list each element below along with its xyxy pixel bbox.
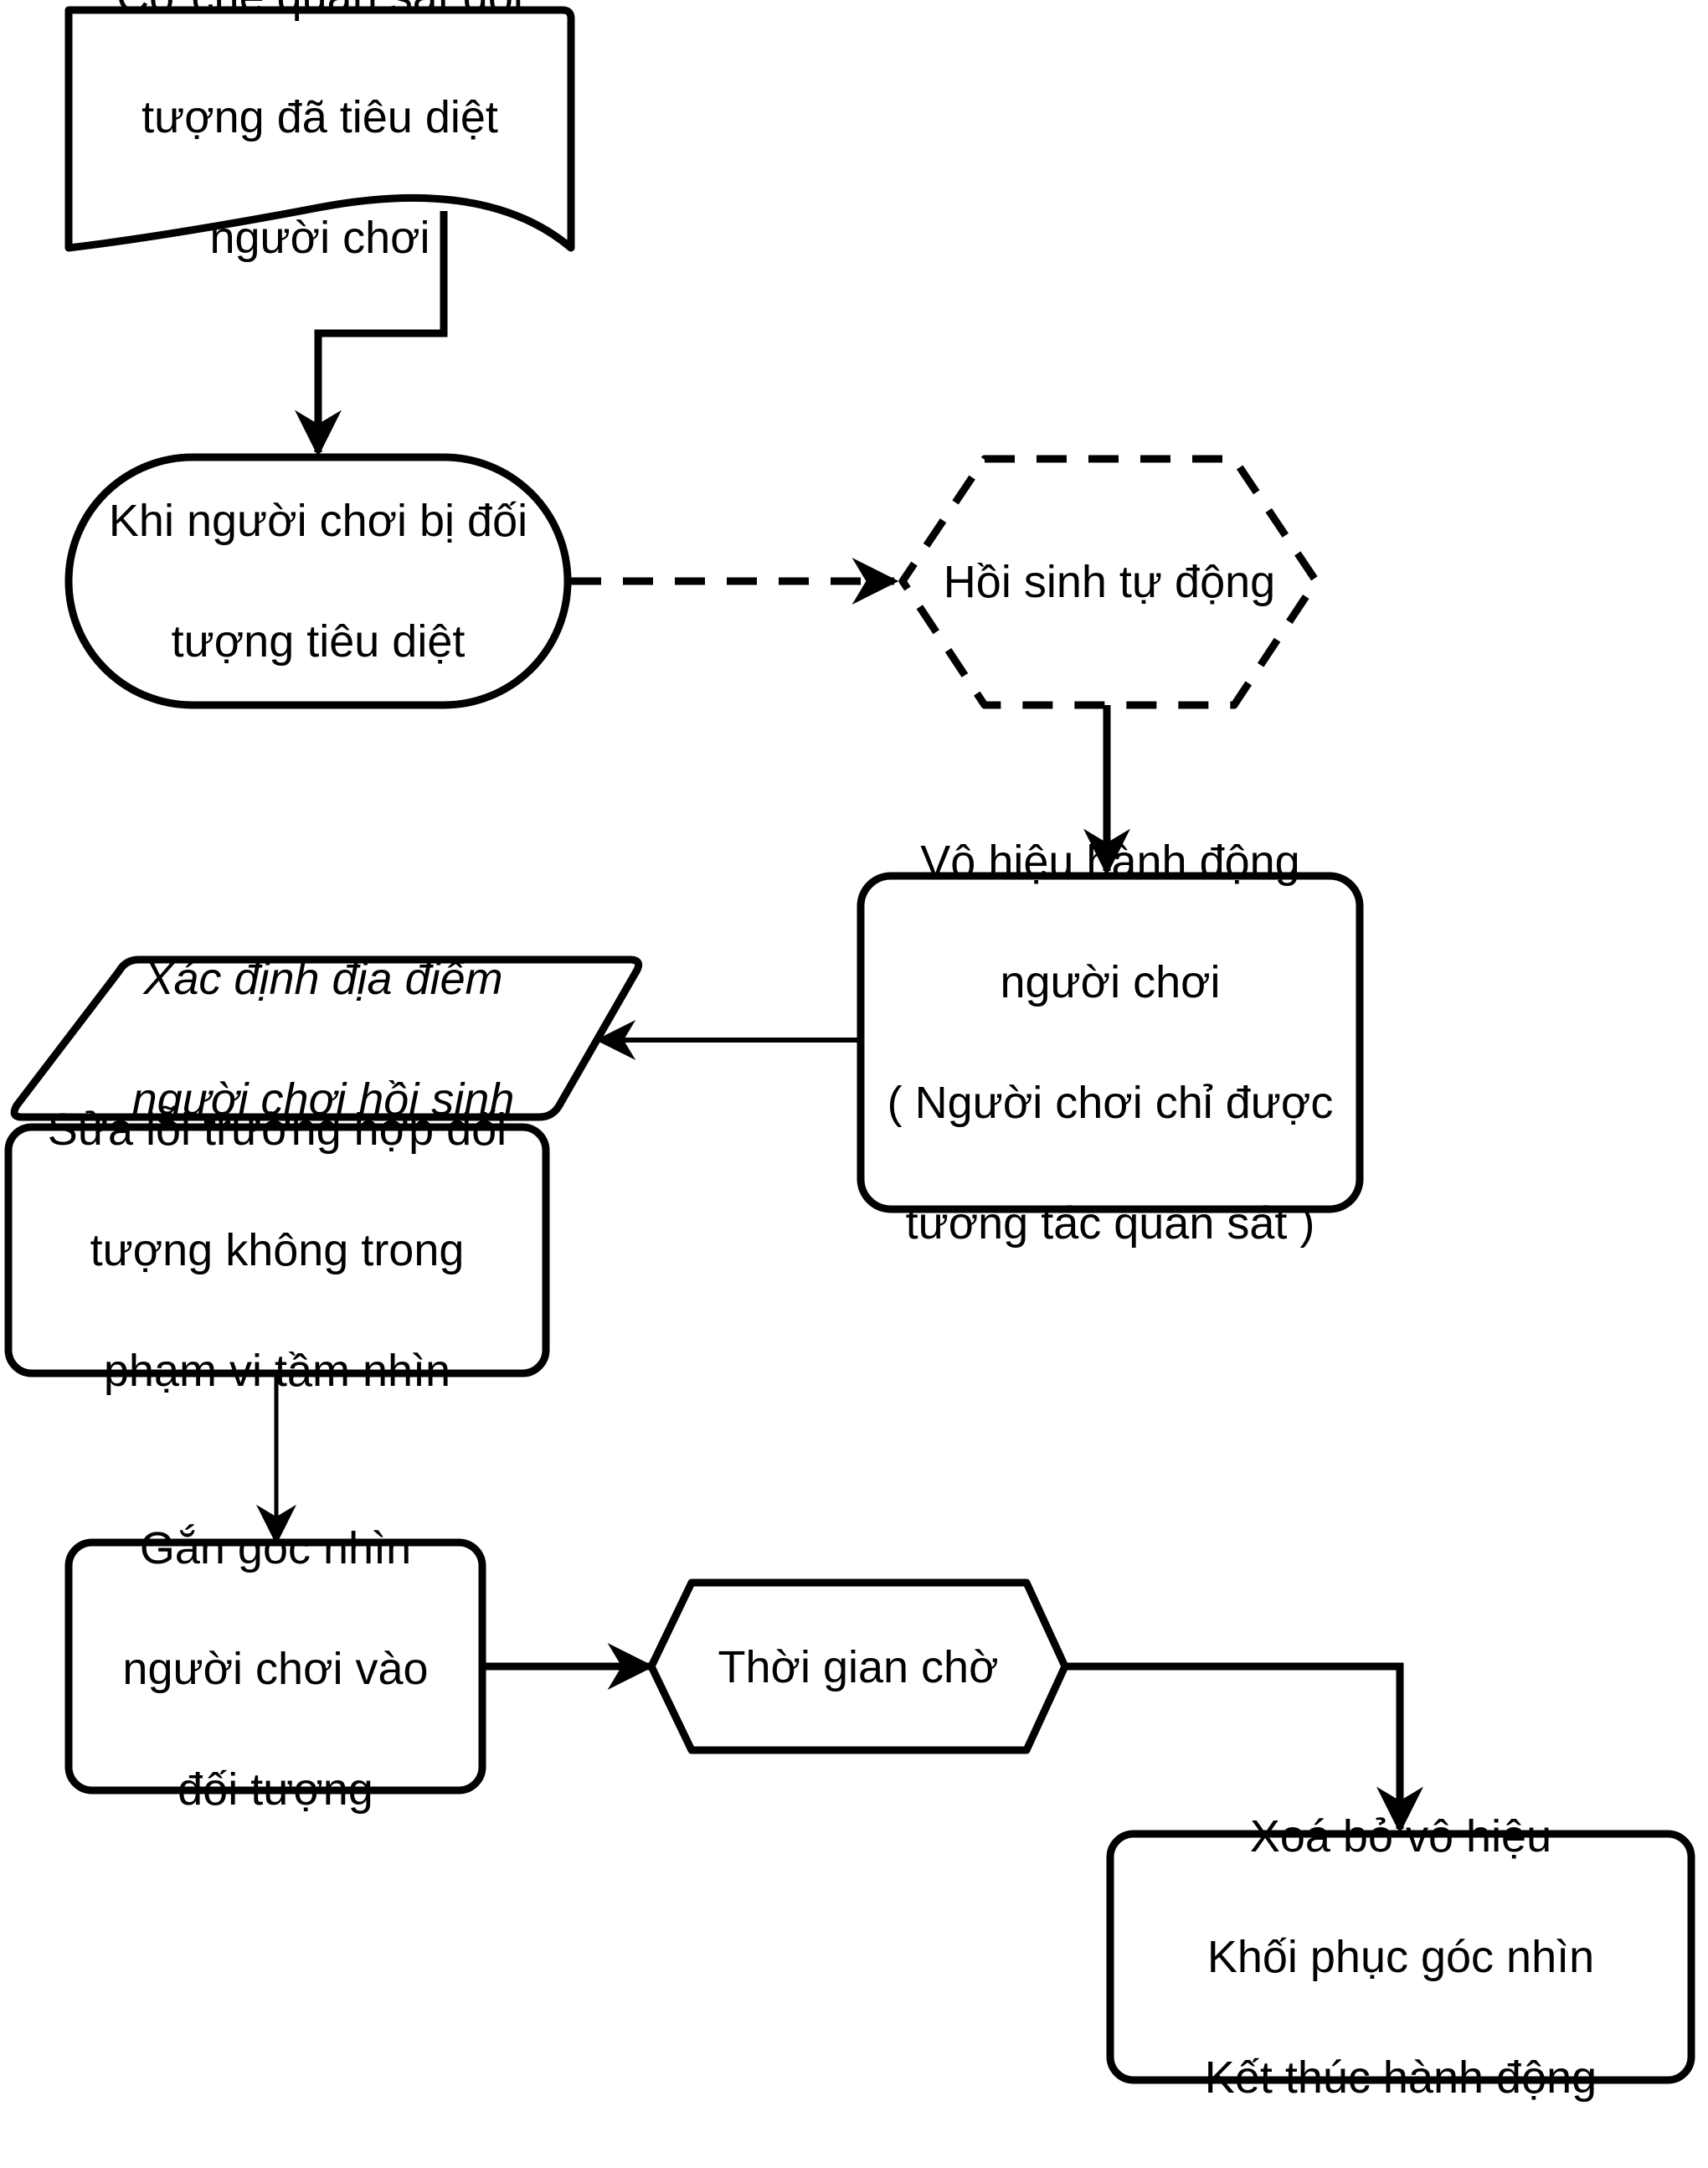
document-shape [64, 6, 575, 252]
respawn-location-parallelogram [10, 955, 643, 1121]
document-label: Cơ chế quan sát đối tượng đã tiêu diệt n… [116, 0, 523, 263]
fix-out-of-view-label: Sửa lỗi trường hợp đối tượng không trong… [47, 1105, 507, 1396]
wait-time-hexagon [647, 1578, 1069, 1754]
arrow-document-to-terminal [295, 211, 448, 457]
attach-view-box [64, 1538, 486, 1795]
finish-box [1106, 1830, 1695, 2084]
terminal-shape [64, 453, 572, 709]
attach-view-label: Gắn góc nhìn người chơi vào đối tượng [122, 1523, 429, 1815]
disable-action-label: Vô hiệu hành động người chơi ( Người chơ… [887, 837, 1334, 1249]
auto-respawn-label: Hồi sinh tự động [943, 557, 1276, 607]
respawn-location-label: Xác định địa điểm người chơi hồi sinh [131, 954, 515, 1125]
flowchart-canvas [4, 6, 1695, 2084]
auto-respawn-hexagon [898, 455, 1320, 709]
finish-label: Xoá bỏ vô hiệu Khối phục góc nhìn Kết th… [1204, 1811, 1597, 2103]
wait-time-label: Thời gian chờ [718, 1642, 999, 1692]
terminal-label: Khi người chơi bị đối tượng tiêu diệt [108, 496, 528, 667]
arrow-wait-to-finish [1065, 1662, 1423, 1834]
